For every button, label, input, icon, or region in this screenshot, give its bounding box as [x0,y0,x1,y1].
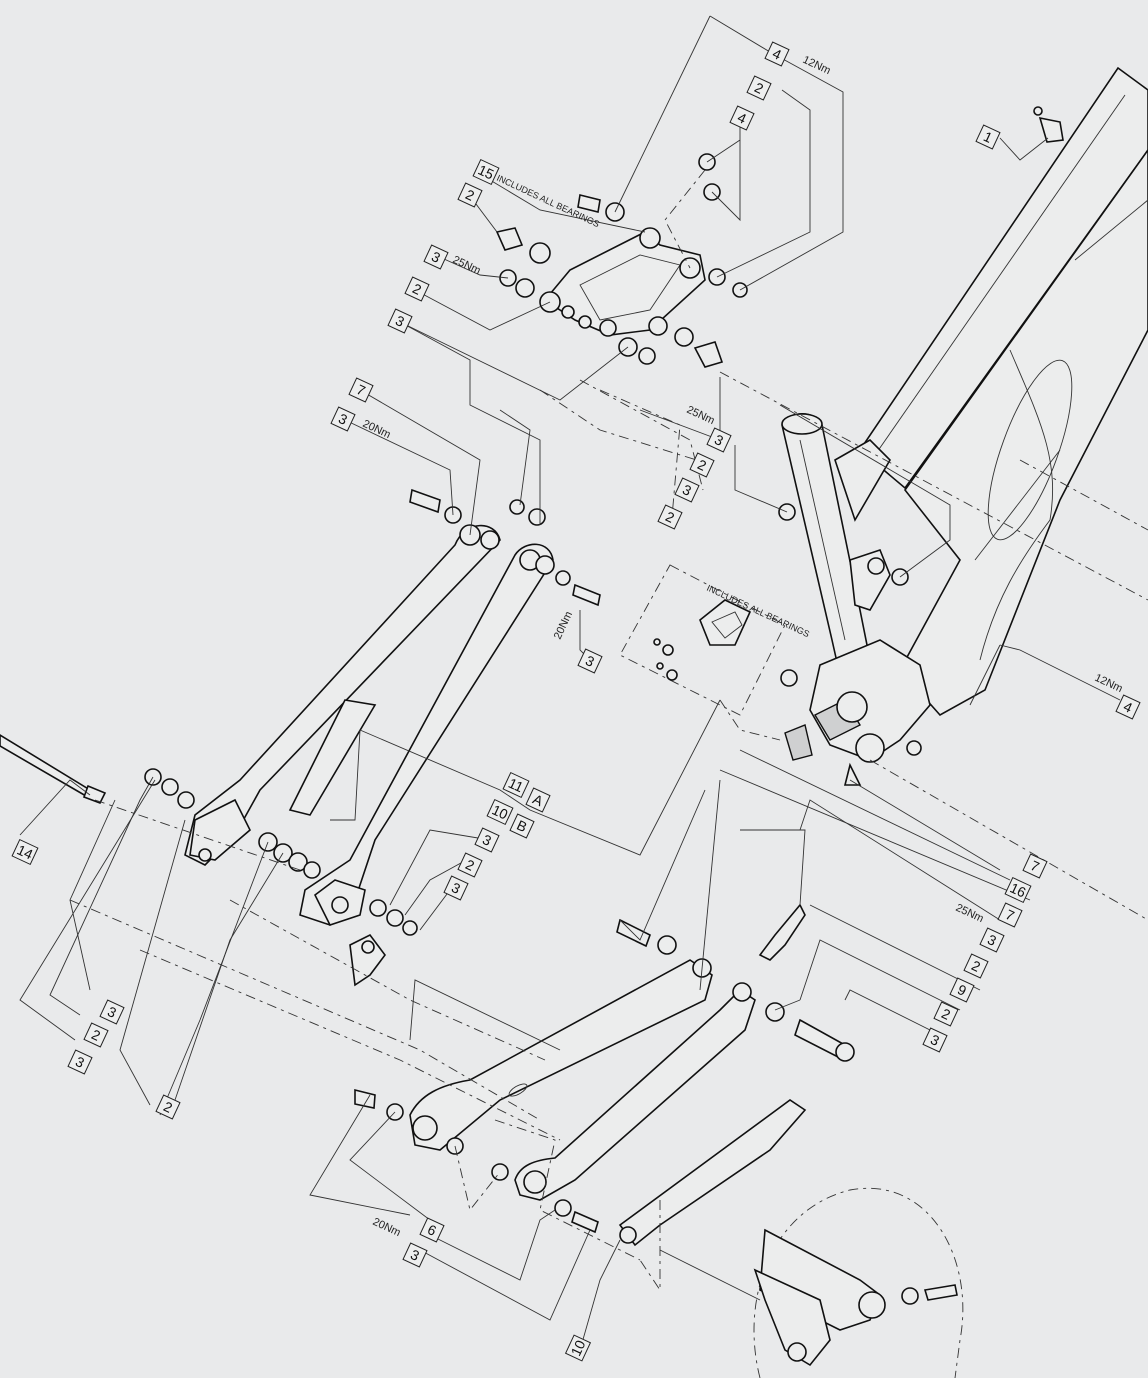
callout-2: 2 [457,852,483,878]
callout-2: 2 [83,1022,109,1048]
callout-3: 3 [706,427,732,453]
bearing-kit-group [619,564,786,716]
callout-2: 2 [746,75,772,101]
main-frame [778,66,1148,786]
callout-4: 4 [764,41,790,67]
svg-text:16: 16 [1008,879,1029,900]
callout-10: 10 [564,1334,592,1362]
callout-3: 3 [443,875,469,901]
svg-text:10: 10 [567,1337,588,1358]
callout-7: 7 [1022,853,1048,879]
callout-7: 7 [997,902,1023,928]
callout-6: 6 [419,1217,445,1243]
torque-label: 12Nm [801,54,833,77]
torque-label: 25Nm [954,902,986,925]
callout-B: B [509,813,535,839]
callout-2: 2 [457,182,483,208]
seat-stays [0,488,601,987]
callout-14: 14 [11,838,39,866]
callout-10: 10 [486,798,514,826]
callout-15: 15 [472,158,500,186]
svg-text:15: 15 [476,161,497,182]
callout-11: 11 [502,771,530,799]
torque-label: 20Nm [371,1216,403,1239]
torque-label: 25Nm [451,254,483,277]
svg-text:10: 10 [490,801,511,822]
callout-3: 3 [577,648,603,674]
callout-16: 16 [1004,876,1032,904]
callout-3: 3 [922,1027,948,1053]
torque-label: 20Nm [361,418,393,441]
leader-lines [19,15,1148,1351]
callouts: 4 12Nm 2 4 1 15 INCLUDES ALL BEARINGS 2 … [11,41,1141,1362]
callout-3: 3 [99,999,125,1025]
callout-3: 3 [979,927,1005,953]
callout-2: 2 [657,504,683,530]
callout-4: 4 [729,105,755,131]
callout-A: A [525,787,551,813]
callout-3: 3 [474,827,500,853]
callout-3: 3 [387,308,413,334]
svg-text:14: 14 [15,841,36,862]
torque-label: 20Nm [552,610,575,642]
callout-3: 3 [330,406,356,432]
callout-3: 3 [402,1242,428,1268]
callout-1: 1 [975,124,1001,150]
callout-9: 9 [949,977,975,1003]
callout-2: 2 [404,276,430,302]
callout-2: 2 [963,953,989,979]
callout-3: 3 [674,477,700,503]
rocker-link [495,106,1064,368]
callout-2: 2 [155,1094,181,1120]
callout-3: 3 [423,244,449,270]
callout-7: 7 [348,377,374,403]
callout-2: 2 [689,452,715,478]
callout-3: 3 [67,1049,93,1075]
torque-label: 12Nm [1093,672,1125,695]
svg-text:11: 11 [506,775,526,796]
callout-2: 2 [933,1001,959,1027]
torque-label: 25Nm [685,404,717,427]
callout-4: 4 [1115,694,1141,720]
detail-view [753,1187,964,1378]
